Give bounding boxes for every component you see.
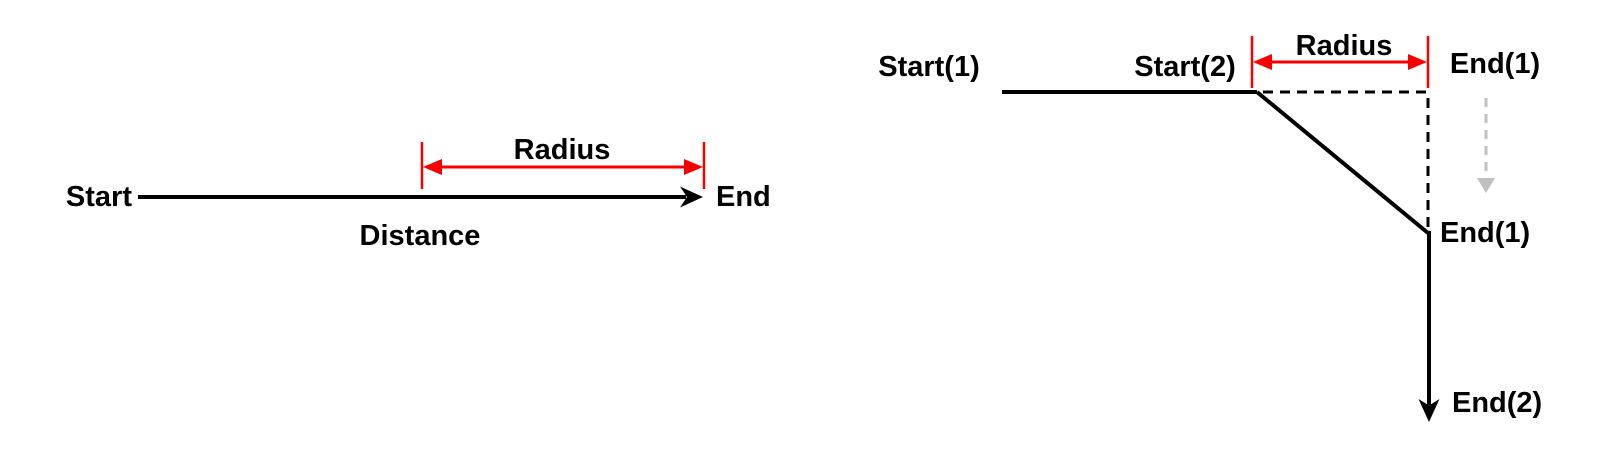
left-distance-label: Distance: [360, 220, 481, 252]
right-ghost-drop-arrowhead: [1477, 178, 1495, 193]
right-end2-arrowhead: [1418, 399, 1440, 422]
right-start1-label: Start(1): [878, 51, 980, 83]
right-radius-arrowhead-left: [1253, 54, 1272, 70]
right-start2-label: Start(2): [1134, 51, 1236, 83]
left-radius-arrowhead-right: [684, 159, 703, 175]
left-radius-label: Radius: [514, 134, 611, 166]
right-radius-label: Radius: [1296, 30, 1393, 62]
left-distance-arrowhead: [680, 186, 703, 208]
right-radius-arrowhead-right: [1408, 54, 1427, 70]
left-start-label: Start: [66, 181, 132, 213]
right-diagram: Start(1) Start(2) Radius End(1) End(1): [878, 30, 1542, 422]
left-radius-arrowhead-left: [423, 159, 442, 175]
right-end1-label: End(1): [1440, 217, 1530, 249]
right-end1-ghost-label: End(1): [1450, 48, 1540, 80]
right-end2-label: End(2): [1452, 387, 1542, 419]
right-path-diagonal-line: [1255, 90, 1430, 235]
left-diagram: Start End Radius Distance: [66, 134, 771, 252]
left-end-label: End: [716, 181, 771, 213]
